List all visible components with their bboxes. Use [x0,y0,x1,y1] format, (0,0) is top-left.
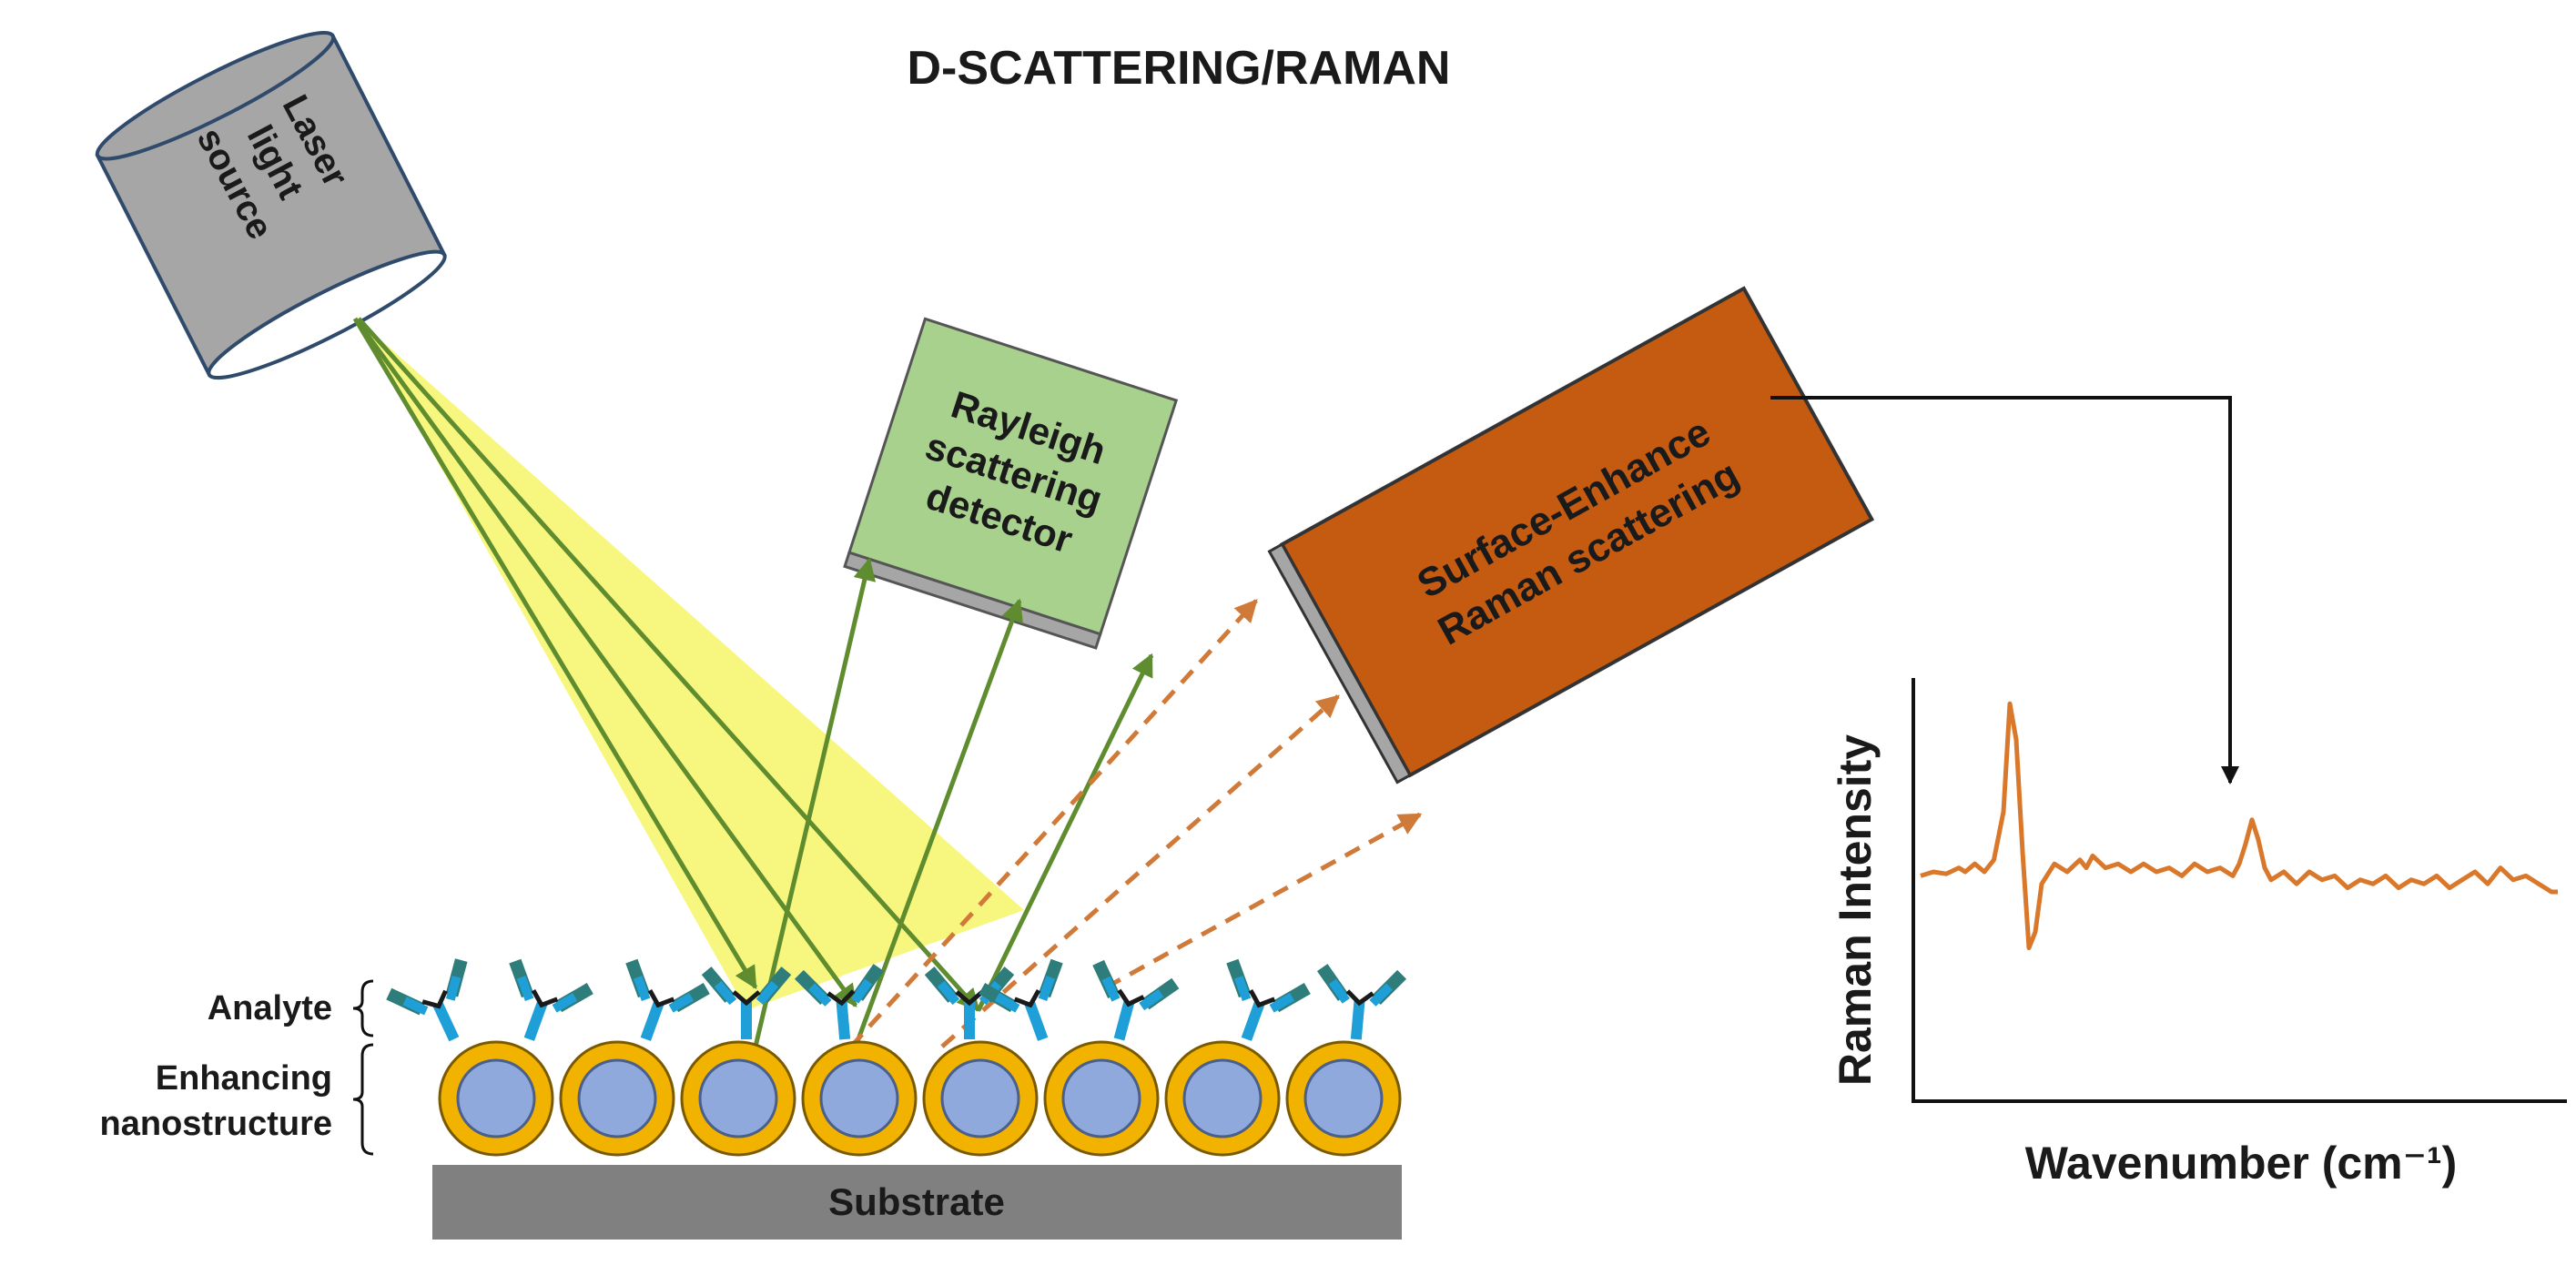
antibody-arm-right [1369,983,1393,1007]
antibody [625,958,710,1041]
antibody-arm-right [756,980,779,1006]
laser-light-source [95,31,447,380]
raman-spectrum-chart: Raman Intensity Wavenumber (cm⁻¹) [1830,678,2567,1189]
spectrum-y-label: Raman Intensity [1830,734,1881,1086]
antibody-fc [523,1001,548,1041]
nanoparticle-core [456,1058,536,1138]
incident-beams [352,317,980,1012]
analyte-label: Analyte [208,989,332,1027]
nanoparticle [559,1040,675,1157]
antibody [1316,964,1407,1040]
nanoparticle [438,1040,554,1157]
nanoparticle-core [577,1058,657,1138]
antibody-arm-left [714,980,737,1006]
antibody-arm-left [994,992,1020,1013]
antibody-arm-left [402,997,429,1016]
sers-to-spectrum-connector [1770,396,2239,784]
antibody-hinge [1013,988,1041,1008]
enhancing-nanostructure-row [438,1040,1402,1157]
enhancing-bracket [352,1043,374,1156]
antibody-arm-left [517,976,534,1002]
antibody-arm-right [851,978,873,1004]
spectrum-series-line [1920,701,2558,951]
enhancing-label-line1: Enhancing [156,1059,332,1098]
antibody-arm-right [668,992,695,1013]
antibody-arm-right [445,976,461,1001]
laser-beam [357,319,1024,1010]
antibody [1226,958,1311,1041]
spectrum-x-label: Wavenumber (cm⁻¹) [2025,1138,2458,1189]
substrate-label: Substrate [828,1180,1005,1223]
antibody-arm-right [1038,976,1055,1002]
antibody-hinge [955,990,984,1007]
nanoparticle-core [819,1058,899,1138]
antibody-fc [1241,1001,1265,1041]
antibody-fc [1024,1001,1049,1041]
antibody-arm-left [1234,976,1252,1002]
antibody-fc [1113,1000,1135,1041]
antibody-hinge [827,989,856,1007]
antibody [1092,959,1180,1041]
antibody-fc [640,1001,664,1041]
sers-detector: Surface-Enhance Raman scattering [1267,286,1875,784]
nanoparticle [1164,1040,1281,1157]
antibody-hinge [531,988,559,1008]
analyte-bracket [352,979,374,1037]
analyte-row [386,958,1407,1042]
antibody-fc [432,1002,460,1042]
sers-scattered-beams [849,599,1423,1048]
antibody-arm-left [1101,976,1121,1002]
antibody-hinge [647,988,675,1008]
substrate [432,1165,1402,1240]
nanoparticle [801,1040,918,1157]
nanoparticle [922,1040,1039,1157]
nanoparticle-core [1182,1058,1263,1138]
antibody-fc [964,1001,975,1039]
antibody-hinge [1248,988,1276,1008]
rayleigh-detector: Rayleigh scattering detector [843,317,1179,650]
antibody-fc [1350,1000,1365,1040]
antibody [701,966,792,1039]
antibody [979,958,1063,1041]
antibody-arm-left [634,976,651,1002]
antibody-arm-left [808,983,832,1007]
antibody-hinge [732,990,761,1007]
nanoparticle-core [1061,1058,1141,1138]
antibody-fc [741,1001,752,1039]
antibody-fc [836,1000,851,1040]
antibody-arm-right [1139,989,1164,1011]
nanoparticle [680,1040,796,1157]
antibody-hinge [1117,988,1145,1007]
nanoparticle [1043,1040,1160,1157]
diagram-title: D-SCATTERING/RAMAN [908,42,1451,95]
antibody-arm-right [552,992,578,1013]
nanoparticle-core [698,1058,778,1138]
antibody-arm-left [1328,978,1350,1004]
antibody [509,958,593,1041]
enhancing-label-line2: nanostructure [100,1105,332,1143]
nanoparticle-core [1303,1058,1384,1138]
antibody [794,964,885,1040]
antibody [386,958,468,1042]
nanoparticle [1285,1040,1402,1157]
antibody-hinge [421,989,448,1009]
antibody-hinge [1345,989,1374,1007]
antibody-arm-right [1269,992,1295,1013]
nanoparticle-core [940,1058,1020,1138]
antibody-arm-left [937,980,960,1006]
